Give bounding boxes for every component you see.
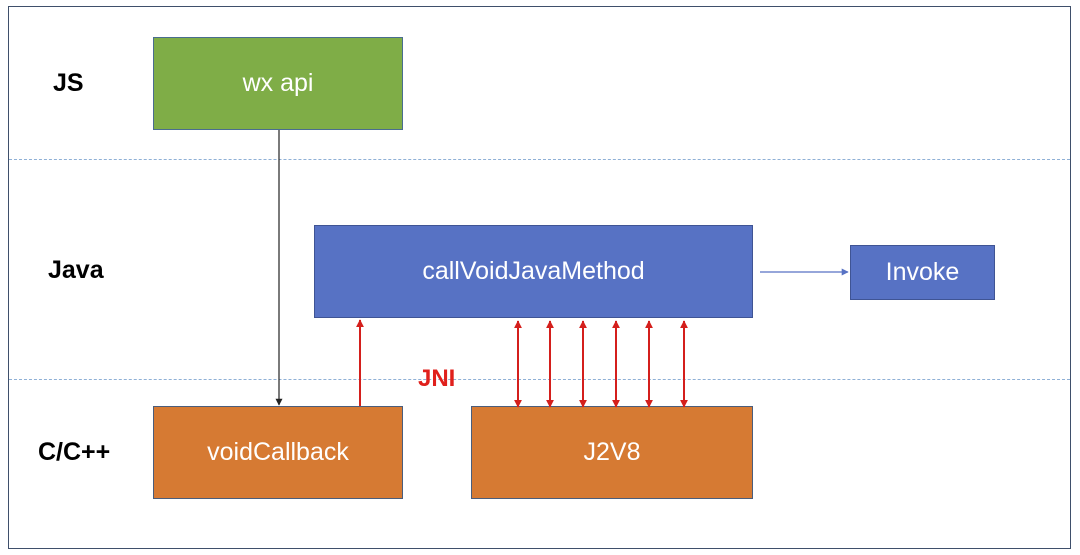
void-callback-label: voidCallback (207, 438, 349, 466)
j2v8-label: J2V8 (583, 438, 641, 466)
call-void-java-method-box: callVoidJavaMethod (314, 225, 753, 318)
invoke-label: Invoke (885, 258, 960, 286)
call-void-java-method-label: callVoidJavaMethod (422, 257, 645, 285)
java-native-divider (9, 379, 1070, 380)
wx-api-box: wx api (153, 37, 403, 130)
layer-label-native: C/C++ (38, 438, 111, 466)
diagram-frame (8, 6, 1071, 549)
js-java-divider (9, 159, 1070, 160)
invoke-box: Invoke (850, 245, 995, 300)
jni-label: JNI (418, 365, 456, 392)
j2v8-box: J2V8 (471, 406, 753, 499)
layer-label-java: Java (48, 256, 104, 284)
void-callback-box: voidCallback (153, 406, 403, 499)
wx-api-label: wx api (242, 69, 314, 97)
layer-label-js: JS (53, 69, 84, 97)
